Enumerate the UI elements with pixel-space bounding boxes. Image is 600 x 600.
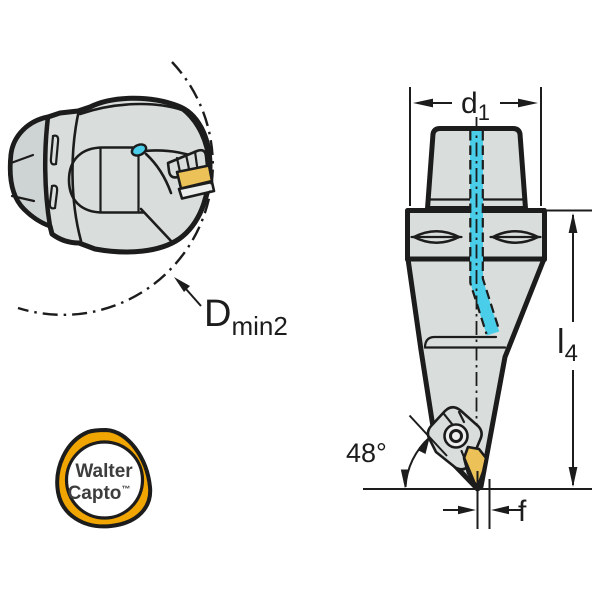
dmin2-arrowhead <box>174 277 190 292</box>
iso-flange-slot-1 <box>49 134 60 166</box>
angle-arrowhead-top <box>417 436 430 454</box>
coolant-hidden-line-right <box>481 131 501 331</box>
d1-arrowhead-left <box>413 98 433 108</box>
iso-front-panel <box>67 146 145 214</box>
iso-clamp-rib-1 <box>175 156 182 174</box>
f-arrowhead-right <box>491 505 509 515</box>
iso-view: Dmin2 <box>7 61 288 341</box>
iso-coolant-outlet <box>130 143 148 157</box>
dmin2-label: Dmin2 <box>204 293 288 341</box>
l4-label: l4 <box>557 323 578 367</box>
iso-knob-facet-line-1 <box>9 153 35 165</box>
iso-flange-ring-edge <box>71 108 83 243</box>
d1-arrowhead-right <box>518 98 538 108</box>
dmin2-annotation: Dmin2 <box>17 61 288 341</box>
iso-insert-shim <box>177 180 216 200</box>
iso-coupling-knob <box>8 114 53 229</box>
clamp-screw <box>449 429 463 443</box>
f-dimension: f <box>443 471 527 529</box>
angle-extension-line <box>408 414 448 457</box>
iso-clamp-rib-3 <box>193 150 199 168</box>
iso-clamp-rib-2 <box>184 153 191 171</box>
iso-body-top-line <box>78 102 184 116</box>
iso-flange-slot-2 <box>48 184 59 210</box>
pocket-step-upper <box>423 335 498 349</box>
flange-slots <box>410 229 542 245</box>
l4-arrowhead-top <box>568 213 578 233</box>
walter-capto-logo: Walter Capto™ <box>55 428 153 529</box>
clamp-rib-1 <box>442 412 454 426</box>
d1-label: d1 <box>461 87 490 125</box>
iso-pocket-edge-lower <box>144 152 173 195</box>
f-label: f <box>518 495 527 528</box>
coolant-hidden-line-left <box>469 131 488 335</box>
front-view: d1 l4 f <box>346 87 592 529</box>
l4-arrowhead-bottom <box>568 467 578 487</box>
iso-chamfer-line <box>139 207 174 244</box>
clamp-rib-2 <box>457 410 466 424</box>
logo-text-line1: Walter <box>75 461 133 482</box>
insert-edge-line <box>460 449 476 483</box>
clamp-washer <box>443 423 469 449</box>
iso-knob-facet-line-2 <box>10 194 36 203</box>
angle-arrowhead-bottom <box>400 469 410 489</box>
logo-text-line2: Capto™ <box>68 483 131 504</box>
angle-annotation: 48° <box>346 414 448 489</box>
dmin2-arrow-tail <box>185 288 202 307</box>
angle-label: 48° <box>346 438 387 468</box>
dmin2-arc <box>17 61 214 316</box>
f-arrowhead-left <box>458 505 476 515</box>
d1-dimension: d1 <box>409 87 542 206</box>
logo-inner-circle <box>64 440 145 520</box>
